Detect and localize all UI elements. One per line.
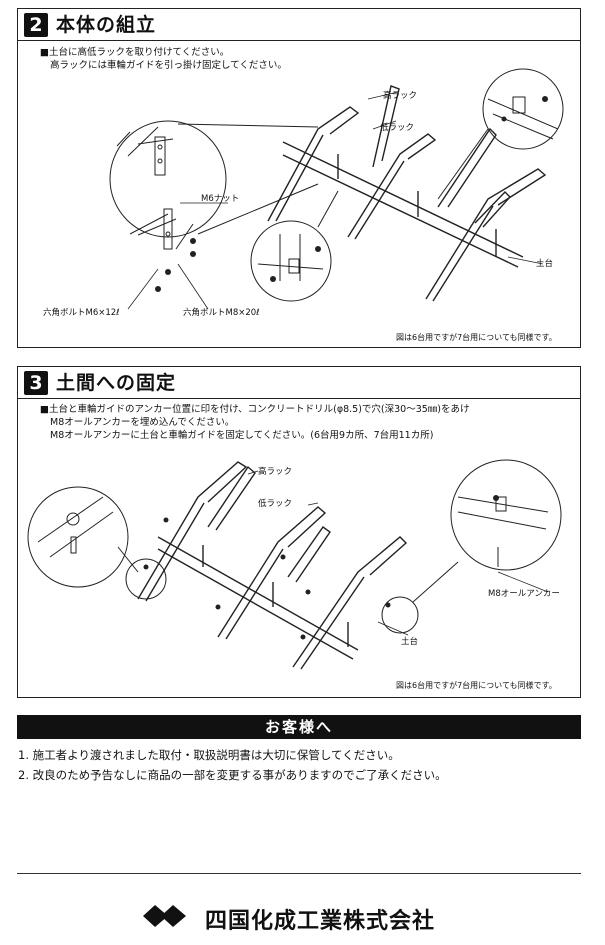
customer-item: 2. 改良のため予告なしに商品の一部を変更する事がありますのでご了承ください。	[18, 768, 447, 782]
section-assembly: 2 本体の組立 ■土台に高低ラックを取り付けてください。 高ラックには車輪ガイド…	[17, 8, 581, 348]
label-bolt-m8: 六角ボルトM8×20ℓ	[183, 308, 260, 318]
section-header: 2 本体の組立	[18, 9, 580, 41]
label-m6-nut: M6ナット	[201, 194, 240, 204]
label-anchor: M8オールアンカー	[488, 589, 560, 599]
label-low-rack: 低ラック	[258, 499, 293, 509]
customer-heading: お客様へ	[17, 715, 581, 739]
section-floor-fixing: 3 土間への固定 ■土台と車輪ガイドのアンカー位置に印を付け、コンクリートドリル…	[17, 366, 581, 698]
label-base: 土台	[401, 637, 419, 647]
figure-note: 図は6台用ですが7台用についても同様です。	[396, 333, 557, 342]
step-number: 2	[24, 13, 48, 37]
section-title: 土間への固定	[56, 372, 177, 394]
company-logo-icon	[143, 905, 186, 927]
label-high-rack: 高ラック	[258, 467, 293, 477]
instruction-line: M8オールアンカーを埋め込んでください。	[50, 417, 235, 428]
footer-divider	[17, 873, 581, 874]
section-title: 本体の組立	[56, 14, 157, 36]
customer-item: 1. 施工者より渡されました取付・取扱説明書は大切に保管してください。	[18, 748, 400, 762]
step-number: 3	[24, 371, 48, 395]
label-low-rack: 低ラック	[380, 123, 415, 133]
label-bolt-m6: 六角ボルトM6×12ℓ	[43, 308, 120, 318]
instruction-line: ■土台と車輪ガイドのアンカー位置に印を付け、コンクリートドリル(φ8.5)で穴(…	[40, 404, 470, 415]
instruction-line: 高ラックには車輪ガイドを引っ掛け固定してください。	[50, 60, 287, 71]
bolt-detail-illustration	[109, 68, 564, 310]
instruction-line: ■土台に高低ラックを取り付けてください。	[40, 47, 230, 58]
instruction-line: M8オールアンカーに土台と車輪ガイドを固定してください。(6台用9カ所、7台用1…	[50, 430, 434, 441]
anchor-illustration	[27, 459, 562, 670]
label-base: 土台	[536, 259, 554, 269]
label-high-rack: 高ラック	[383, 91, 418, 101]
company-name: 四国化成工業株式会社	[205, 909, 436, 934]
figure-note: 図は6台用ですが7台用についても同様です。	[396, 681, 557, 690]
section-header: 3 土間への固定	[18, 367, 580, 399]
